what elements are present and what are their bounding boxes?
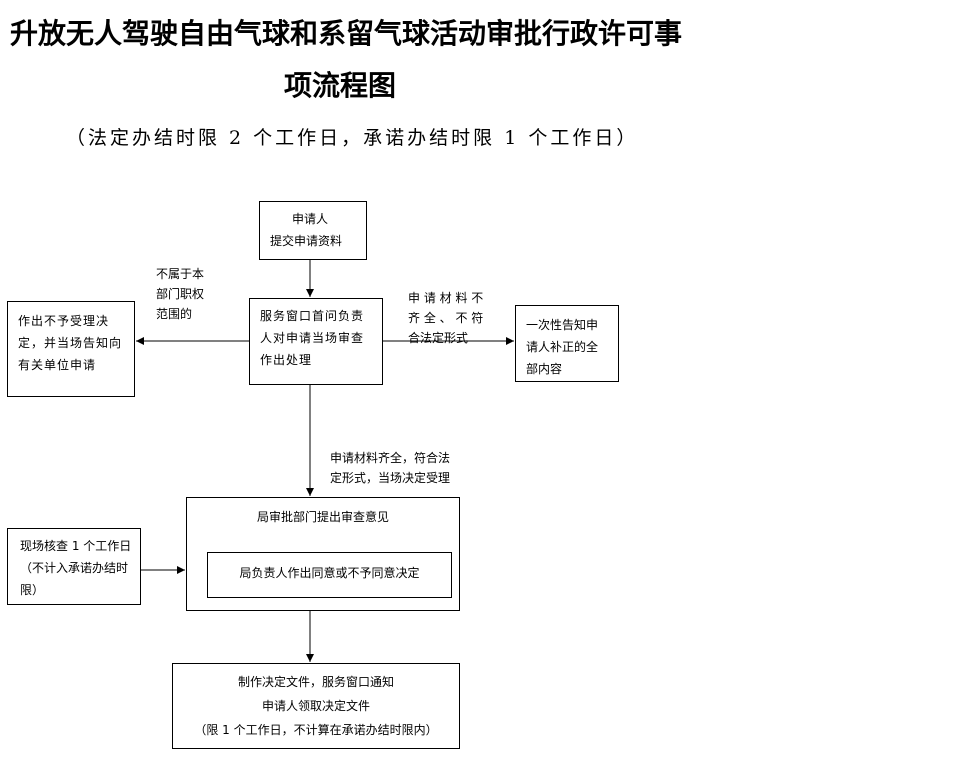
edge-label-text: 齐 全 、 不 符	[408, 311, 484, 325]
edge-label-text: 部门职权	[156, 287, 205, 301]
edge-label-incomplete: 申 请 材 料 不 齐 全 、 不 符 合法定形式	[408, 288, 483, 348]
time-limit-subtitle: （法定办结时限 2 个工作日，承诺办结时限 1 个工作日）	[66, 127, 639, 149]
page-title-line2: 项流程图	[283, 69, 396, 102]
node-leader-decision: 局负责人作出同意或不予同意决定	[207, 552, 452, 598]
node-text: 现场核查 1 个工作日	[20, 539, 132, 553]
node-text: 请人补正的全	[526, 340, 599, 354]
edge-label-complete: 申请材料齐全，符合法 定形式，当场决定受理	[330, 448, 450, 488]
edge-label-text: 申 请 材 料 不	[408, 291, 484, 305]
node-text: 作出不予受理决	[18, 314, 110, 328]
node-text: 作出处理	[260, 353, 313, 367]
node-text: 申请人	[292, 212, 329, 226]
node-text: 部内容	[526, 362, 563, 376]
node-text: 一次性告知申	[526, 318, 599, 332]
node-text: 服务窗口首问负责	[260, 309, 365, 323]
edge-label-text: 定形式，当场决定受理	[330, 471, 451, 485]
node-issue-decision: 制作决定文件，服务窗口通知 申请人领取决定文件 （限 1 个工作日，不计算在承诺…	[172, 663, 460, 749]
node-text: 有关单位申请	[18, 358, 97, 372]
node-text: 提交申请资料	[270, 234, 343, 248]
node-notify-supplement: 一次性告知申 请人补正的全 部内容	[515, 305, 619, 382]
edge-label-text: 申请材料齐全，符合法	[330, 451, 451, 465]
node-text: 局审批部门提出审查意见	[256, 510, 389, 524]
page-title-line1: 升放无人驾驶自由气球和系留气球活动审批行政许可事	[10, 17, 683, 50]
edge-label-text: 范围的	[156, 307, 193, 321]
node-service-window-review: 服务窗口首问负责 人对申请当场审查 作出处理	[249, 298, 383, 385]
node-applicant-submit: 申请人 提交申请资料	[259, 201, 367, 260]
node-text: 定，并当场告知向	[18, 336, 123, 350]
node-onsite-inspection: 现场核查 1 个工作日 （不计入承诺办结时 限）	[7, 528, 141, 605]
edge-label-text: 合法定形式	[408, 331, 469, 345]
edge-label-not-belong: 不属于本 部门职权 范围的	[156, 264, 204, 324]
node-text: 人对申请当场审查	[260, 331, 365, 345]
node-text: （不计入承诺办结时	[20, 561, 129, 575]
node-reject-decision: 作出不予受理决 定，并当场告知向 有关单位申请	[7, 301, 135, 397]
node-text: 申请人领取决定文件	[261, 699, 370, 713]
node-text: 限）	[20, 583, 45, 597]
node-text: （限 1 个工作日，不计算在承诺办结时限内）	[194, 723, 438, 737]
edge-label-text: 不属于本	[156, 267, 205, 281]
node-text: 制作决定文件，服务窗口通知	[237, 675, 394, 689]
